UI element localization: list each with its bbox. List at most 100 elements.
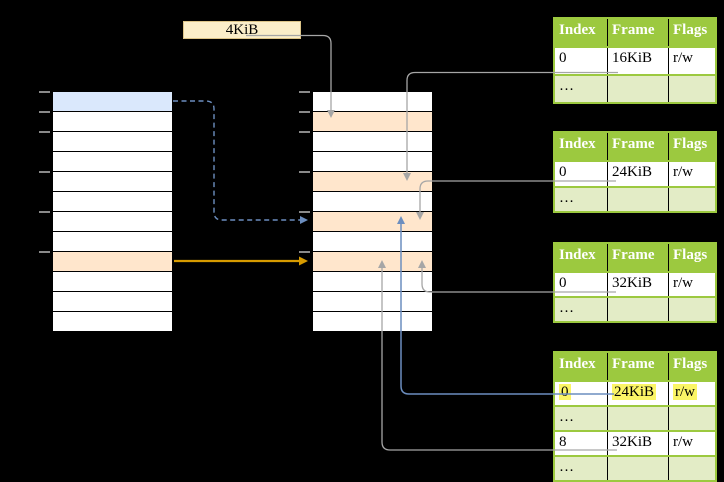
arrow-virtual-page-to-frame-dashed (173, 100, 308, 224)
column-header-flags: Flags (673, 356, 708, 372)
address-tick (299, 91, 310, 93)
column-header-frame: Frame (608, 19, 669, 46)
table-cell: … (555, 187, 608, 211)
table-cell (608, 76, 669, 102)
table-cell: 32KiB (608, 432, 669, 455)
physical-memory-row-10 (313, 292, 432, 312)
virtual-memory-row-1 (53, 112, 172, 132)
address-tick (299, 171, 310, 173)
column-header-frame: Frame (608, 353, 669, 380)
table-cell: 0 (555, 162, 608, 186)
table-cell: 24KiB (608, 162, 669, 186)
virtual-memory-row-6 (53, 212, 172, 232)
address-tick (39, 91, 50, 93)
physical-memory-row-9 (313, 272, 432, 292)
page-table-row: … (555, 296, 715, 321)
address-tick (39, 251, 50, 253)
table-cell: 32KiB (608, 273, 669, 296)
column-header-index: Index (555, 19, 608, 46)
table-cell: … (555, 76, 608, 102)
table-cell: … (555, 407, 608, 430)
table-cell: … (555, 298, 608, 321)
column-header-flags: Flags (673, 247, 708, 263)
physical-memory-row-4 (313, 172, 432, 192)
table-cell (608, 407, 669, 430)
table-cell (669, 298, 715, 321)
table-cell: 0 (555, 273, 608, 296)
table-cell: … (555, 457, 608, 480)
page-size-text: 4KiB (225, 22, 259, 38)
table-cell: r/w (669, 382, 715, 405)
table-cell (669, 407, 715, 430)
physical-memory-table (299, 91, 433, 332)
physical-memory-row-6 (313, 212, 432, 232)
virtual-memory-row-4 (53, 172, 172, 192)
address-tick (39, 171, 50, 173)
physical-memory-row-11 (313, 312, 432, 332)
table-cell: 0 (555, 48, 608, 74)
page-table-row: … (555, 455, 715, 480)
address-tick (299, 211, 310, 213)
virtual-memory-row-3 (53, 152, 172, 172)
address-tick (299, 131, 310, 133)
table-cell: r/w (673, 275, 693, 291)
address-tick (299, 251, 310, 253)
table-cell: 16KiB (608, 48, 669, 74)
virtual-memory-row-8 (53, 252, 172, 272)
page-table-row: … (555, 74, 715, 102)
virtual-memory-row-9 (53, 272, 172, 292)
page-table-row: … (555, 185, 715, 211)
address-tick (39, 131, 50, 133)
table-cell (669, 457, 715, 480)
highlighted-value: r/w (673, 384, 697, 400)
highlighted-value: 24KiB (612, 384, 657, 400)
page-table-row: … (555, 405, 715, 430)
highlighted-value: 0 (559, 384, 571, 400)
table-cell: 8 (555, 432, 608, 455)
physical-memory-row-5 (313, 192, 432, 212)
virtual-memory-row-11 (53, 312, 172, 332)
physical-memory-row-0 (313, 92, 432, 112)
table-cell: 24KiB (608, 382, 669, 405)
table-cell (608, 187, 669, 211)
table-cell (669, 76, 715, 102)
physical-memory-row-7 (313, 232, 432, 252)
physical-memory-row-2 (313, 132, 432, 152)
physical-memory-row-8 (313, 252, 432, 272)
virtual-memory-row-2 (53, 132, 172, 152)
virtual-memory-row-10 (53, 292, 172, 312)
virtual-memory-row-5 (53, 192, 172, 212)
address-tick (39, 111, 50, 113)
physical-memory-row-3 (313, 152, 432, 172)
table-cell: r/w (673, 50, 693, 66)
column-header-index: Index (555, 244, 608, 271)
physical-memory-row-1 (313, 112, 432, 132)
column-header-frame: Frame (608, 244, 669, 271)
page-table-row: 0 24KiB r/w (555, 380, 715, 405)
table-cell: r/w (673, 434, 693, 450)
address-tick (299, 111, 310, 113)
virtual-memory-row-7 (53, 232, 172, 252)
column-header-flags: Flags (673, 22, 708, 38)
column-header-index: Index (555, 353, 608, 380)
table-cell: 0 (555, 382, 608, 405)
virtual-memory-row-0 (53, 92, 172, 112)
virtual-memory-table (39, 91, 173, 332)
page-size-label: 4KiB (183, 21, 301, 39)
table-cell (608, 457, 669, 480)
address-tick (39, 211, 50, 213)
column-header-index: Index (555, 133, 608, 160)
table-cell (608, 298, 669, 321)
